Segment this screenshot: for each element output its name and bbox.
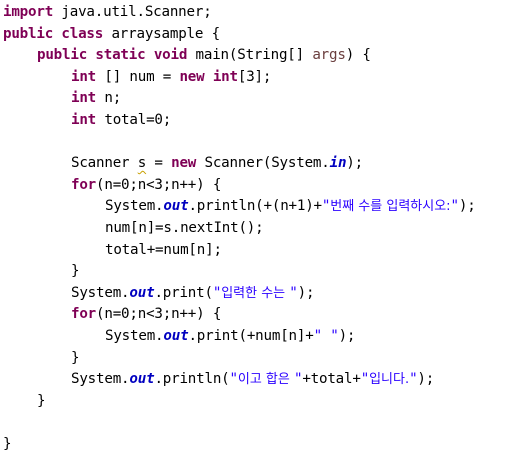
string-token: " bbox=[360, 371, 370, 388]
code-token: ); bbox=[458, 198, 476, 215]
keyword-token: new bbox=[179, 68, 205, 85]
code-line[interactable]: for(n=0;n<3;n++) { bbox=[0, 304, 513, 326]
string-token: " bbox=[229, 371, 239, 388]
field-token: out bbox=[129, 371, 155, 388]
code-token: } bbox=[71, 349, 80, 366]
code-token: .println(+(n+1)+ bbox=[188, 198, 322, 215]
code-line[interactable]: int total=0; bbox=[0, 110, 513, 132]
code-line[interactable]: total+=num[n]; bbox=[0, 240, 513, 262]
code-line[interactable]: Scanner s = new Scanner(System.in); bbox=[0, 153, 513, 175]
code-token: (n=0;n<3;n++) { bbox=[96, 176, 222, 193]
code-line[interactable] bbox=[0, 412, 513, 434]
keyword-token: public bbox=[3, 25, 54, 42]
keyword-token: class bbox=[61, 25, 104, 42]
code-token: total=0; bbox=[96, 111, 172, 128]
string-token: " bbox=[289, 284, 298, 301]
keyword-token: new bbox=[171, 155, 197, 172]
code-token: = bbox=[146, 155, 172, 172]
field-token: in bbox=[329, 155, 347, 172]
keyword-token: import bbox=[3, 4, 54, 20]
code-line[interactable] bbox=[0, 132, 513, 154]
string-token: " bbox=[212, 284, 222, 301]
string-token: " bbox=[321, 198, 331, 215]
code-line[interactable]: System.out.print(+num[n]+" "); bbox=[0, 326, 513, 348]
code-token: ); bbox=[338, 327, 356, 344]
code-token: [3]; bbox=[237, 68, 272, 85]
code-token: } bbox=[37, 392, 46, 409]
code-line[interactable]: int n; bbox=[0, 88, 513, 110]
code-token bbox=[204, 69, 212, 85]
string-token: " bbox=[409, 371, 418, 388]
string-token: " bbox=[450, 198, 460, 215]
keyword-token: for bbox=[71, 306, 97, 323]
keyword-token: int bbox=[71, 68, 97, 85]
code-line[interactable]: } bbox=[0, 434, 513, 455]
code-line[interactable]: int [] num = new int[3]; bbox=[0, 67, 513, 89]
field-token: out bbox=[163, 327, 189, 344]
keyword-token: int bbox=[71, 90, 97, 107]
code-token: } bbox=[3, 435, 12, 452]
code-line[interactable]: for(n=0;n<3;n++) { bbox=[0, 175, 513, 197]
code-token: Scanner(System. bbox=[196, 155, 330, 172]
code-token: .print(+num[n]+ bbox=[188, 327, 314, 344]
code-token bbox=[145, 47, 153, 63]
code-line[interactable]: import java.util.Scanner; bbox=[0, 2, 513, 24]
code-token: ); bbox=[297, 284, 315, 301]
code-line[interactable]: } bbox=[0, 348, 513, 370]
code-token: total+=num[n]; bbox=[105, 241, 222, 258]
keyword-token: public bbox=[37, 47, 88, 64]
code-token: System. bbox=[105, 198, 164, 215]
code-token: main(String[] bbox=[187, 47, 313, 64]
string-token: " bbox=[293, 371, 303, 388]
code-token: num[n]=s.nextInt(); bbox=[105, 219, 264, 236]
code-token: ); bbox=[417, 371, 435, 388]
keyword-token: int bbox=[71, 111, 97, 128]
code-token: [] num = bbox=[96, 68, 180, 85]
code-token: .println( bbox=[154, 371, 230, 388]
code-token: +total+ bbox=[302, 371, 361, 388]
code-line[interactable]: System.out.println("이고 합은 "+total+"입니다."… bbox=[0, 369, 513, 391]
code-line[interactable]: } bbox=[0, 261, 513, 283]
code-line[interactable]: System.out.println(+(n+1)+"번째 수를 입력하시오:"… bbox=[0, 196, 513, 218]
string-token: 입력한 수는 bbox=[221, 285, 290, 301]
code-line[interactable]: public class arraysample { bbox=[0, 24, 513, 46]
code-token: System. bbox=[105, 327, 164, 344]
string-token: 이고 합은 bbox=[237, 372, 294, 388]
code-token: .print( bbox=[154, 284, 213, 301]
code-line[interactable]: num[n]=s.nextInt(); bbox=[0, 218, 513, 240]
warning-token: s bbox=[137, 155, 147, 172]
string-token: " " bbox=[313, 327, 339, 344]
keyword-token: for bbox=[71, 176, 97, 193]
keyword-token: int bbox=[212, 68, 238, 85]
code-line[interactable]: System.out.print("입력한 수는 "); bbox=[0, 283, 513, 305]
string-token: 입니다. bbox=[369, 372, 410, 388]
code-token: System. bbox=[71, 284, 130, 301]
code-token: ) { bbox=[345, 47, 371, 64]
parameter-token: args bbox=[312, 47, 346, 64]
field-token: out bbox=[129, 284, 155, 301]
string-token: 번째 수를 입력하시오: bbox=[330, 199, 451, 215]
code-token: n; bbox=[96, 90, 122, 107]
keyword-token: void bbox=[153, 47, 188, 64]
code-token: ); bbox=[346, 155, 363, 172]
code-line[interactable]: } bbox=[0, 391, 513, 413]
code-token: arraysample { bbox=[103, 25, 220, 42]
code-token: java.util.Scanner; bbox=[53, 4, 212, 20]
field-token: out bbox=[163, 198, 189, 215]
code-token: System. bbox=[71, 371, 130, 388]
code-token: Scanner bbox=[71, 155, 138, 172]
code-line[interactable]: public static void main(String[] args) { bbox=[0, 45, 513, 67]
code-token: } bbox=[71, 263, 80, 280]
code-token: (n=0;n<3;n++) { bbox=[96, 306, 222, 323]
keyword-token: static bbox=[95, 47, 146, 64]
